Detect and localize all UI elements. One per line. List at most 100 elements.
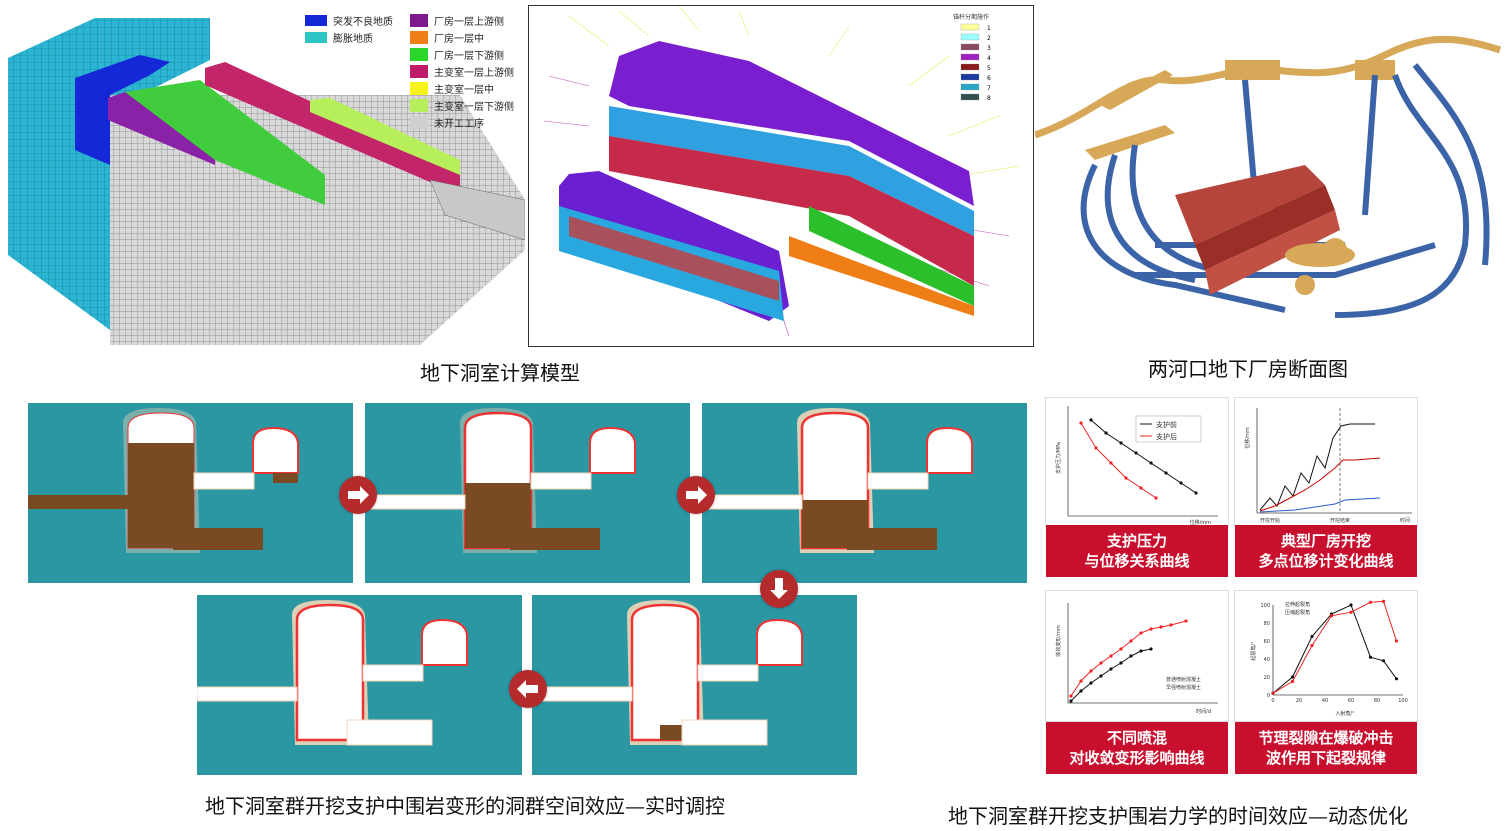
data-point <box>1069 699 1073 703</box>
excavation-stage-panel <box>532 595 857 775</box>
data-point <box>1290 675 1295 679</box>
legend-swatch <box>410 116 428 129</box>
data-point <box>1104 431 1108 435</box>
displacement-series-1 <box>1259 423 1375 511</box>
chart-text: 40 <box>1322 698 1328 704</box>
chart-text: 100 <box>1260 603 1270 609</box>
data-point <box>1164 471 1168 475</box>
bolt-legend-label: 8 <box>987 95 991 102</box>
model-legend-item: 厂房一层中 <box>410 29 514 46</box>
data-point <box>1069 694 1073 698</box>
chart-text: 入射角/° <box>1335 710 1355 717</box>
legend-label: 主变室一层中 <box>434 85 494 96</box>
chart-text: 收敛变形/mm <box>1055 625 1062 657</box>
model-legend-item: 突发不良地质 <box>305 12 514 29</box>
bolt-legend-swatch <box>960 63 980 71</box>
bolt-legend-label: 5 <box>987 65 991 72</box>
computation-model-figure: 突发不良地质膨胀地质 厂房一层上游侧厂房一层中厂房一层下游侧主变室一层上游侧主变室… <box>0 0 526 350</box>
bolt-legend-swatch <box>960 53 980 61</box>
chart-text: 0 <box>1267 693 1270 699</box>
data-point <box>1381 659 1386 663</box>
data-point <box>1194 491 1198 495</box>
displacement-series-3 <box>1259 497 1381 513</box>
excavation-stage-panel <box>197 595 522 775</box>
data-point <box>1381 599 1386 603</box>
legend-swatch <box>410 82 428 95</box>
prev-arrow-icon <box>509 670 547 708</box>
data-point <box>1394 639 1399 643</box>
data-point <box>1079 689 1083 693</box>
model-legend-item: 膨胀地质 <box>305 29 514 46</box>
data-point <box>1129 639 1133 643</box>
data-point <box>1134 451 1138 455</box>
legend-swatch <box>410 31 428 44</box>
data-point <box>1368 600 1373 604</box>
data-point <box>1109 654 1113 658</box>
data-point <box>1119 647 1123 651</box>
after-support-series <box>1080 422 1157 499</box>
model-legend: 突发不良地质膨胀地质 厂房一层上游侧厂房一层中厂房一层下游侧主变室一层上游侧主变室… <box>305 12 514 131</box>
data-point <box>1159 625 1163 629</box>
bolt-legend-title: 锚杆分期施作 <box>953 13 989 21</box>
next-arrow-icon <box>677 476 715 514</box>
data-point <box>1179 481 1183 485</box>
section-caption: 两河口地下厂房断面图 <box>1148 357 1348 381</box>
model-legend-item: 主变室一层上游侧 <box>410 63 514 80</box>
excavation-stage-panel <box>702 403 1027 583</box>
model-caption: 地下洞室计算模型 <box>420 361 580 385</box>
legend-label: 主变室一层下游侧 <box>434 102 514 113</box>
data-point <box>1089 669 1093 673</box>
bolt-legend-label: 2 <box>987 35 991 42</box>
chart-text: 100 <box>1398 698 1408 704</box>
data-point <box>1099 661 1103 665</box>
legend-label: 突发不良地质 <box>333 17 393 28</box>
chart-text: 20 <box>1264 675 1270 681</box>
chart-title-2: 典型厂房开挖多点位移计变化曲线 <box>1235 525 1417 577</box>
down-arrow-icon <box>760 570 798 608</box>
data-point <box>1139 631 1143 635</box>
chart-text: 支护后 <box>1156 432 1177 441</box>
legend-swatch <box>410 65 428 78</box>
legend-swatch <box>305 15 327 26</box>
chart-text: 开挖开始 <box>1260 517 1280 524</box>
model-legend-item: 厂房一层上游侧 <box>410 12 514 29</box>
model-legend-item: 未开工工序 <box>410 114 514 131</box>
tensile-angle-series <box>1272 604 1397 694</box>
data-point <box>1271 691 1275 695</box>
data-point <box>1149 647 1153 651</box>
bolt-legend-swatch <box>960 73 980 81</box>
data-point <box>1329 614 1334 618</box>
early-strength-shotcrete-series <box>1070 620 1187 697</box>
chart-text: 0 <box>1271 698 1274 704</box>
chart-text: 起裂角/° <box>1250 641 1257 661</box>
data-point <box>1094 446 1098 450</box>
data-point <box>1079 421 1083 425</box>
chart-text: 位移/mm <box>1190 519 1212 526</box>
bolt-legend-swatch <box>960 43 980 51</box>
legend-swatch <box>410 99 428 112</box>
data-point <box>1119 441 1123 445</box>
model-legend-item: 厂房一层下游侧 <box>410 46 514 63</box>
data-point <box>1149 627 1153 631</box>
data-point <box>1139 486 1143 490</box>
chart-text: 位移/mm <box>1244 427 1251 449</box>
chart-text: 普通喷射混凝土 <box>1166 676 1201 683</box>
data-point <box>1109 461 1113 465</box>
data-point <box>1139 649 1143 653</box>
powerhouse-section-render <box>1033 35 1502 318</box>
data-point <box>1368 655 1373 659</box>
bolt-legend-swatch <box>960 23 980 31</box>
chart-text: 时间/d <box>1196 708 1211 715</box>
data-point <box>1089 681 1093 685</box>
next-arrow-icon <box>339 476 377 514</box>
legend-label: 膨胀地质 <box>333 34 373 45</box>
data-point <box>1119 661 1123 665</box>
data-point <box>1349 610 1353 614</box>
chart-title-4: 节理裂隙在爆破冲击波作用下起裂规律 <box>1235 722 1417 774</box>
before-support-series <box>1090 419 1197 494</box>
chart-text: 拉伸起裂角 <box>1285 601 1310 608</box>
bolt-legend-swatch <box>960 33 980 41</box>
bolt-legend-label: 4 <box>987 55 991 62</box>
bolt-legend-label: 1 <box>987 25 991 32</box>
